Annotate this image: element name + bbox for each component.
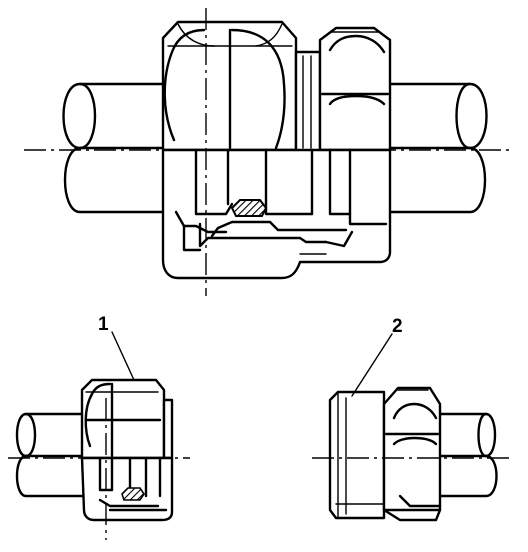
left-pipe — [62, 82, 178, 214]
callout-1-leader — [111, 331, 135, 381]
assembled-union — [24, 8, 510, 296]
callout-1-label: 1 — [98, 314, 109, 335]
callout-1: 1 — [98, 314, 135, 381]
part-2-tail-piece — [312, 386, 510, 522]
right-pipe — [350, 82, 488, 214]
union-section-view — [161, 148, 392, 280]
union-nut — [161, 20, 298, 152]
tail-hex — [318, 26, 392, 152]
callout-2: 2 — [351, 316, 403, 397]
callout-2-leader — [351, 333, 393, 397]
callout-2-label: 2 — [392, 316, 403, 337]
part-1-nut-assembly — [8, 378, 190, 540]
thread-collar — [294, 50, 322, 154]
